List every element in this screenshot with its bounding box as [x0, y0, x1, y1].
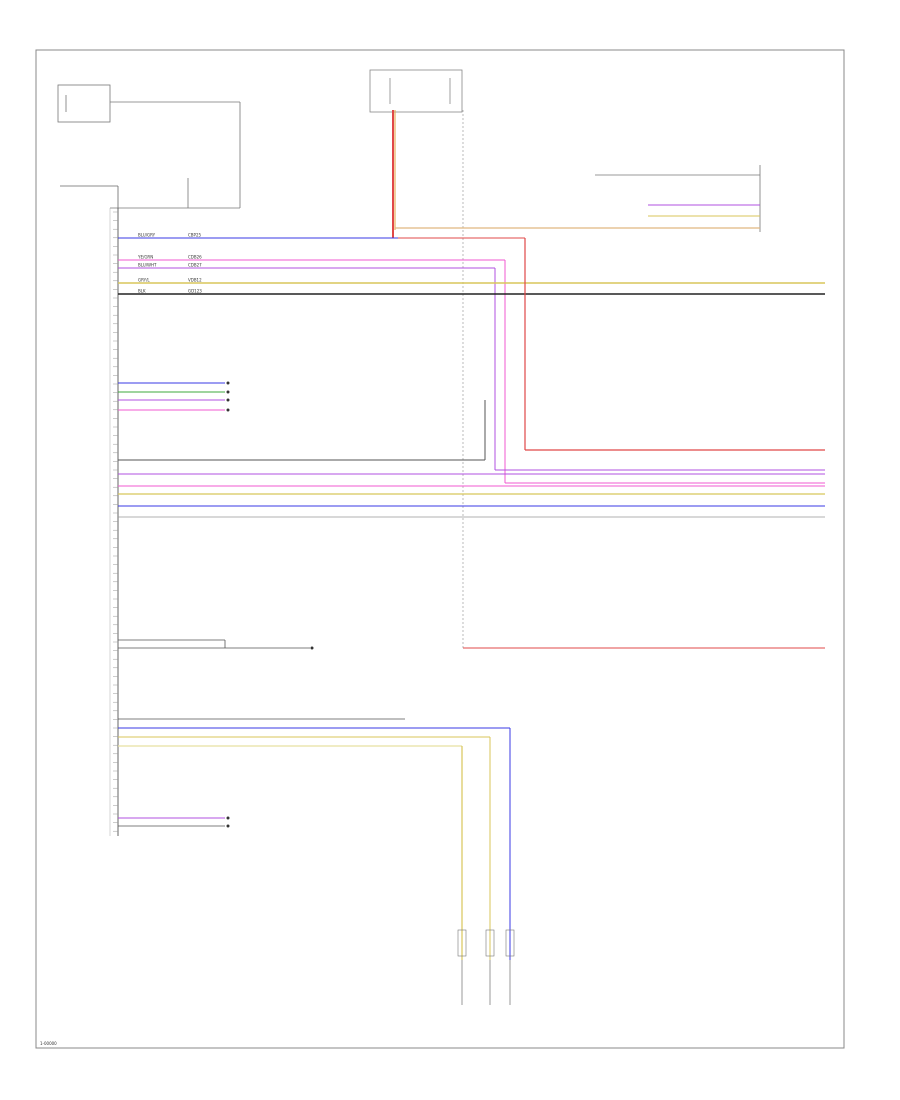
wire-color-label: YE/GRN: [137, 255, 153, 260]
right-top-connector: [395, 165, 761, 232]
wire-circuit-label: GD123: [188, 289, 202, 294]
bus-wires: [118, 237, 825, 484]
bottom-harness: [118, 718, 511, 960]
bottom-connector-ends: [457, 929, 515, 1005]
wire-color-label: GRY/L: [138, 278, 150, 283]
wire-circuit-label: CBP25: [188, 233, 201, 238]
wire-circuit-label: CDB27: [188, 263, 202, 268]
top-left-module: [57, 84, 241, 209]
pin-tick-marks: [113, 211, 118, 832]
figure-id: 1-00000: [40, 1041, 57, 1046]
wire-color-label: BLU/WHT: [138, 263, 157, 268]
diagram-frame: [35, 49, 845, 1049]
wire-circuit-label: CDB26: [188, 255, 202, 260]
wire-color-label: BLU/GRY: [138, 233, 156, 238]
wire-circuit-label: VDB12: [188, 278, 202, 283]
wire-color-label: BLK: [138, 289, 146, 294]
middle-pin-leads: [118, 381, 230, 412]
top-fuse-box: [369, 69, 463, 113]
module-pin-column: [109, 208, 119, 836]
lower-pin-leads: [118, 639, 314, 650]
lower-bus-wires: [118, 400, 825, 518]
